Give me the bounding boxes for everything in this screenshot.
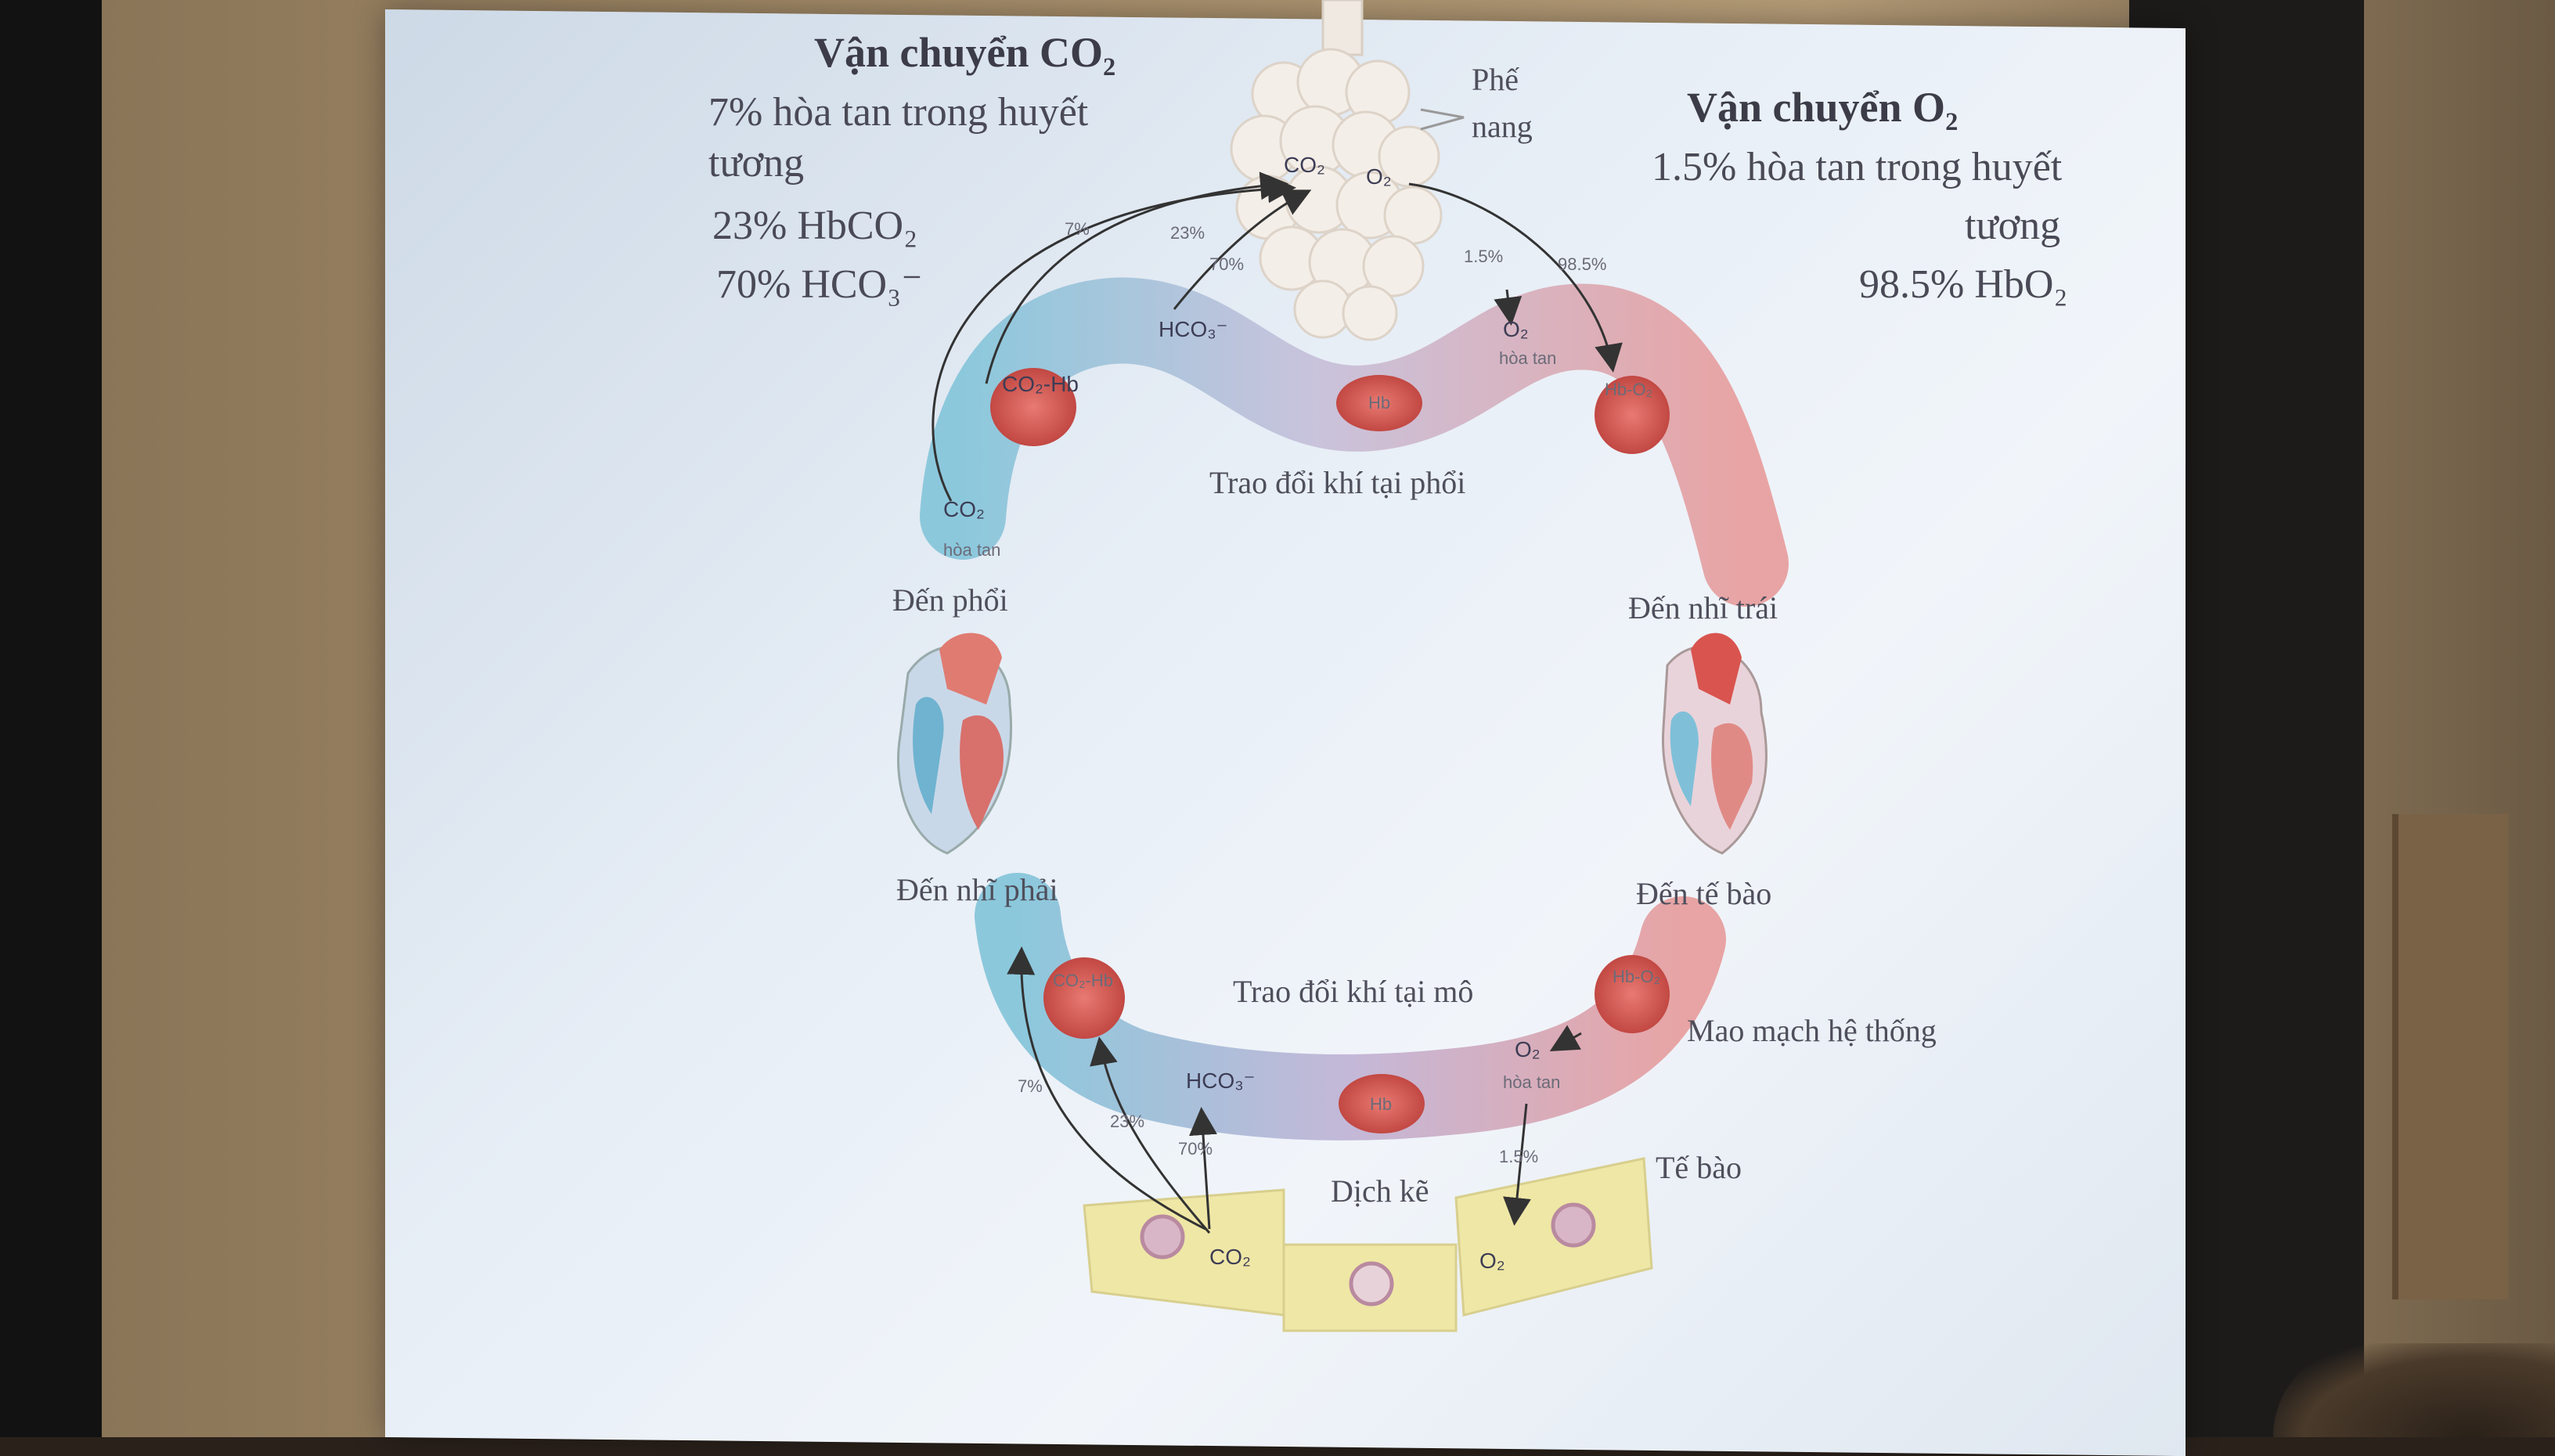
percent-98-5-top: 98.5% — [1558, 254, 1606, 274]
alveoli-label-cont: nang — [1472, 109, 1533, 144]
red-blood-cell — [990, 368, 1076, 446]
systemic-capillary-label: Mao mạch hệ thống — [1687, 1013, 1937, 1048]
hco3-lung-label: HCO₃⁻ — [1159, 317, 1227, 341]
percent-70-bottom: 70% — [1178, 1139, 1213, 1159]
hb-lung-label: Hb — [1368, 393, 1390, 413]
dissolved-lung-label: hòa tan — [943, 540, 1000, 560]
percent-1-5-top: 1.5% — [1464, 247, 1503, 266]
o2-transport-title: Vận chuyển O₂ — [1687, 84, 1958, 131]
hbco2-tissue-label: CO₂-Hb — [1053, 971, 1113, 990]
cells-label: Tế bào — [1656, 1150, 1742, 1185]
o2-dissolved-lung-label: O₂ — [1503, 317, 1529, 341]
percent-70-top: 70% — [1209, 254, 1244, 274]
to-right-atrium-label: Đến nhĩ phải — [896, 872, 1058, 907]
picture-frame — [2392, 814, 2508, 1299]
red-blood-cell — [1595, 376, 1670, 454]
o2-hbo2-text: 98.5% HbO₂ — [1859, 262, 2068, 307]
red-blood-cell — [1336, 375, 1422, 431]
co2-alveoli-label: CO₂ — [1284, 153, 1325, 177]
red-blood-cell — [1595, 955, 1670, 1033]
tissue-exchange-label: Trao đổi khí tại mô — [1233, 974, 1473, 1009]
o2-plasma-text: 1.5% hòa tan trong huyết — [1652, 145, 2063, 189]
to-cells-label: Đến tế bào — [1636, 876, 1771, 911]
lung-exchange-label: Trao đổi khí tại phổi — [1209, 465, 1465, 500]
co2-dissolved-lung-label: CO₂ — [943, 497, 985, 521]
to-lung-label: Đến phổi — [892, 582, 1008, 618]
o2-alveoli-label: O₂ — [1366, 164, 1392, 189]
co2-cell-label: CO₂ — [1209, 1245, 1251, 1269]
co2-plasma-text: 7% hòa tan trong huyết — [708, 90, 1089, 135]
percent-23-bottom: 23% — [1110, 1112, 1144, 1131]
heart-icon — [1661, 632, 1768, 855]
alveoli-cluster — [1230, 0, 1465, 341]
tissue-cells — [1083, 1157, 1653, 1332]
hbo2-tissue-label: Hb-O₂ — [1613, 967, 1660, 986]
dissolved-o2-lung-label: hòa tan — [1499, 348, 1556, 368]
o2-plasma-text-cont: tương — [1965, 204, 2060, 248]
hbco2-lung-label: CO₂-Hb — [1002, 372, 1079, 396]
to-left-atrium-label: Đến nhĩ trái — [1628, 590, 1778, 625]
wall-left — [0, 0, 102, 1437]
co2-transport-title: Vận chuyển CO₂ — [814, 29, 1115, 76]
hb-tissue-label: Hb — [1370, 1094, 1392, 1114]
co2-hbco2-text: 23% HbCO₂ — [712, 204, 917, 248]
co2-hco3-text: 70% HCO₃⁻ — [716, 262, 923, 307]
hbo2-lung-label: Hb-O₂ — [1605, 380, 1652, 399]
percent-7-bottom: 7% — [1018, 1076, 1043, 1096]
audience-head — [2273, 1343, 2555, 1437]
dissolved-tissue-label: hòa tan — [1503, 1072, 1560, 1092]
hco3-tissue-label: HCO₃⁻ — [1186, 1069, 1255, 1093]
heart-icon — [897, 632, 1012, 855]
co2-plasma-text-cont: tương — [708, 141, 804, 186]
interstitial-fluid-label: Dịch kẽ — [1331, 1173, 1429, 1209]
percent-23-top: 23% — [1170, 223, 1205, 243]
alveoli-label: Phế — [1472, 62, 1519, 97]
red-blood-cell — [1339, 1074, 1425, 1133]
red-blood-cell — [1043, 957, 1125, 1039]
percent-7-top: 7% — [1065, 219, 1090, 239]
percent-1-5-bottom: 1.5% — [1499, 1147, 1538, 1166]
o2-cell-label: O₂ — [1479, 1249, 1505, 1273]
o2-dissolved-tissue-label: O₂ — [1515, 1037, 1541, 1061]
